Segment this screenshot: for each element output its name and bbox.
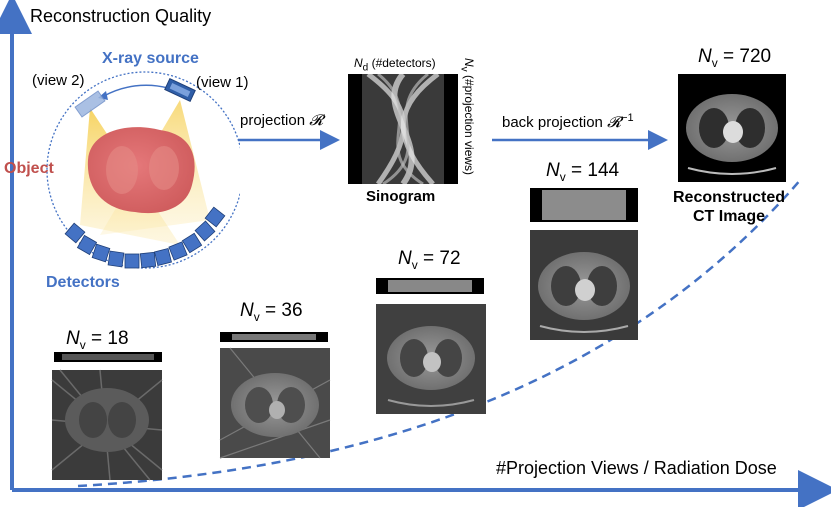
nv-label-72: Nv = 72	[398, 248, 461, 272]
y-axis-label: Reconstruction Quality	[30, 6, 212, 26]
sinogram-image	[348, 74, 458, 184]
sinogram-detectors-label: Nd (#detectors)	[354, 56, 436, 74]
view2-label: (view 2)	[32, 72, 85, 89]
gantry-ring	[46, 71, 240, 269]
sinogram-caption: Sinogram	[366, 188, 436, 205]
sinogram-strip-72	[376, 278, 484, 294]
source-view2	[74, 90, 106, 118]
object-label: Object	[4, 160, 54, 177]
ct-image-720	[678, 74, 786, 182]
nv-label-720: Nv = 720	[698, 46, 772, 70]
nv-label-18: Nv = 18	[66, 328, 129, 352]
projection-operator: 𝓡	[309, 112, 324, 129]
detector-array	[64, 206, 226, 269]
ct-image-144	[530, 230, 638, 340]
back-projection-label: back projection 𝓡−1	[502, 112, 634, 131]
reconstructed-caption: Reconstructed CT Image	[672, 189, 786, 225]
ct-image-72	[376, 304, 486, 414]
sinogram-strip-36	[220, 332, 328, 342]
ct-image-36	[219, 347, 331, 459]
nv-label-144: Nv = 144	[546, 160, 620, 184]
view1-label: (view 1)	[196, 74, 249, 91]
x-axis-label: #Projection Views / Radiation Dose	[496, 458, 777, 478]
nv-label-36: Nv = 36	[240, 300, 303, 324]
ct-schematic	[46, 71, 240, 269]
detectors-label: Detectors	[46, 274, 120, 291]
sinogram-strip-144	[530, 188, 638, 222]
source-view1	[164, 77, 196, 103]
projection-label: projection 𝓡	[240, 112, 324, 129]
sinogram-strip-18	[54, 352, 162, 362]
xray-source-label: X-ray source	[102, 50, 199, 67]
ct-image-18	[51, 369, 163, 481]
rotation-arc	[103, 84, 169, 97]
